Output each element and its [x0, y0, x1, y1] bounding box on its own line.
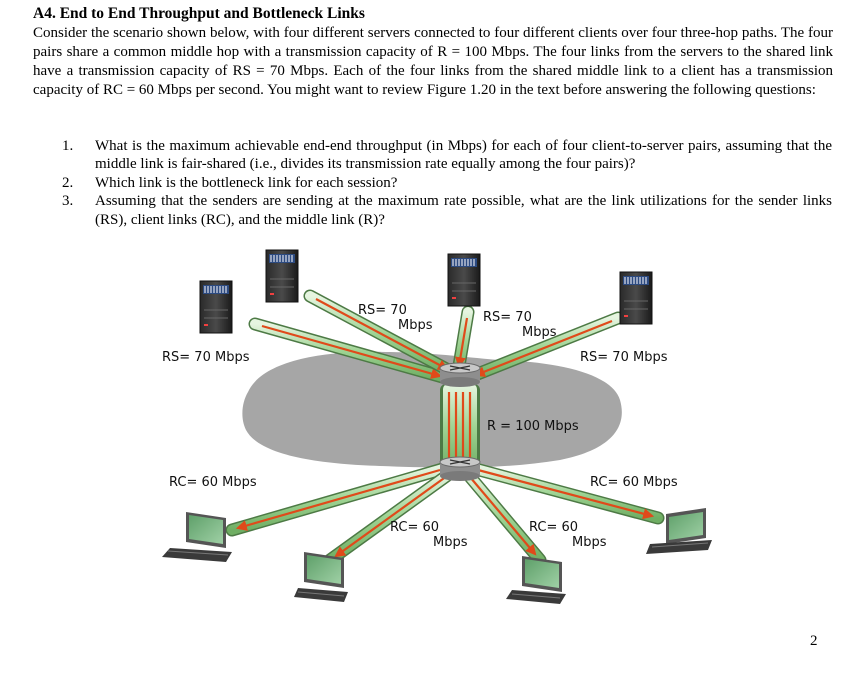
label-r-middle: R = 100 Mbps	[487, 419, 579, 434]
link-server-inner-right	[451, 305, 475, 379]
question-number: 2.	[62, 174, 74, 191]
question-text: Which link is the bottleneck link for ea…	[95, 174, 398, 191]
label-rc-far-left: RC= 60 Mbps	[169, 475, 257, 490]
server-icon	[619, 271, 653, 325]
link-client-far-left	[225, 461, 453, 537]
page-number: 2	[810, 633, 818, 649]
question-item: 3. Assuming that the senders are sending…	[62, 192, 832, 229]
question-text: What is the maximum achievable end-end t…	[95, 138, 832, 173]
client-computer-icon	[646, 508, 712, 554]
label-rs-inner-left-line2: Mbps	[398, 318, 433, 333]
label-rc-inner-right-line1: RC= 60	[529, 520, 578, 535]
server-icon	[199, 280, 233, 334]
question-number: 3.	[62, 193, 74, 210]
question-number: 1.	[62, 138, 74, 154]
server-icon	[265, 249, 299, 303]
label-rs-far-left: RS= 70 Mbps	[162, 350, 250, 365]
label-rc-far-right: RC= 60 Mbps	[590, 475, 678, 490]
problem-intro: Consider the scenario shown below, with …	[33, 25, 833, 98]
label-rs-far-right: RS= 70 Mbps	[580, 350, 668, 365]
question-item: 1. What is the maximum achievable end-en…	[62, 137, 832, 174]
label-rs-inner-left-line1: RS= 70	[358, 303, 407, 318]
router-icon	[439, 456, 481, 481]
client-computer-icon	[506, 556, 566, 604]
client-computer-icon	[162, 512, 232, 562]
middle-shared-link	[440, 384, 480, 470]
label-rc-inner-right-line2: Mbps	[572, 535, 607, 550]
link-server-inner-left	[303, 289, 459, 379]
problem-title: A4. End to End Throughput and Bottleneck…	[33, 5, 365, 22]
link-client-far-right	[465, 461, 665, 525]
server-icon	[447, 253, 481, 307]
label-rs-inner-right-line1: RS= 70	[483, 310, 532, 325]
question-item: 2. Which link is the bottleneck link for…	[62, 174, 832, 192]
link-client-inner-left	[323, 465, 459, 567]
question-text: Assuming that the senders are sending at…	[95, 193, 832, 228]
link-client-inner-right	[459, 465, 547, 567]
link-server-far-left	[248, 317, 453, 385]
network-cloud	[242, 351, 622, 468]
label-rs-inner-right-line2: Mbps	[522, 325, 557, 340]
label-rc-inner-left-line2: Mbps	[433, 535, 468, 550]
question-list: 1. What is the maximum achievable end-en…	[62, 137, 832, 229]
client-computer-icon	[294, 552, 348, 602]
link-server-far-right	[463, 311, 625, 384]
router-icon	[439, 362, 481, 387]
label-rc-inner-left-line1: RC= 60	[390, 520, 439, 535]
